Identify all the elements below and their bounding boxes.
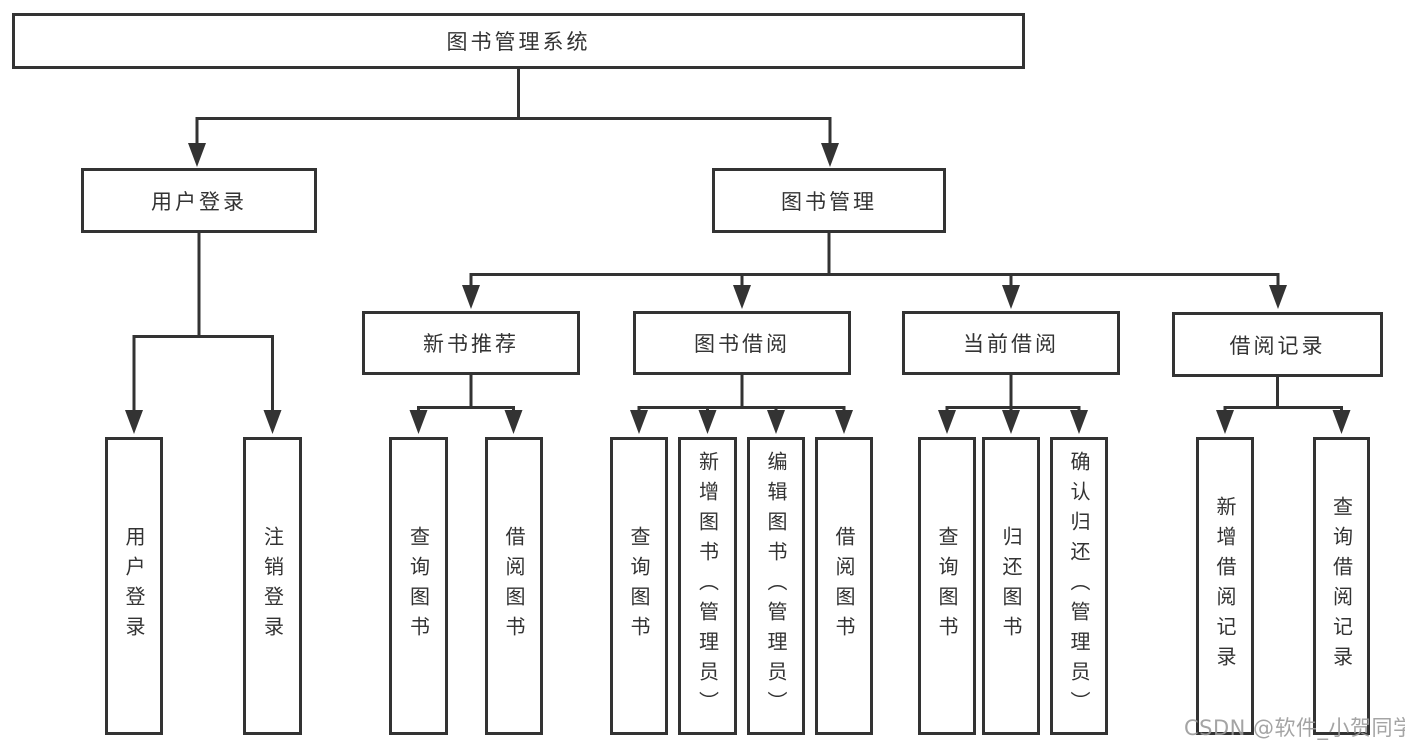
csdn-watermark: CSDN @软件_小贺同学 xyxy=(1184,716,1405,740)
arrow-down-icon xyxy=(938,410,956,434)
node-label: 编辑图书（管理员） xyxy=(764,451,788,721)
node-label: 查询图书 xyxy=(627,526,651,646)
node-label: 查询图书 xyxy=(935,526,959,646)
node-label: 借阅图书 xyxy=(502,526,526,646)
arrow-down-icon xyxy=(263,410,282,434)
node-label: 借阅图书 xyxy=(832,526,856,646)
arrow-down-icon xyxy=(1070,410,1088,434)
node-label: 新增图书（管理员） xyxy=(695,451,720,721)
node-label: 图书管理 xyxy=(781,189,877,214)
leaf-current-query-books: 查询图书 xyxy=(918,437,976,735)
node-label: 归还图书 xyxy=(999,526,1023,646)
node-label: 借阅记录 xyxy=(1229,333,1326,358)
node-current-borrowing: 当前借阅 xyxy=(902,311,1120,375)
arrow-down-icon xyxy=(767,410,785,434)
node-borrowing-records: 借阅记录 xyxy=(1172,312,1383,377)
leaf-user-login: 用户登录 xyxy=(105,437,163,735)
leaf-logout: 注销登录 xyxy=(243,437,302,735)
arrow-down-icon xyxy=(698,410,717,434)
node-new-book-recommendation: 新书推荐 xyxy=(362,311,580,375)
leaf-query-borrow-record: 查询借阅记录 xyxy=(1313,437,1370,735)
arrow-down-icon xyxy=(630,410,648,434)
node-label: 用户登录 xyxy=(151,189,247,214)
node-book-borrowing: 图书借阅 xyxy=(633,311,851,375)
node-label: 图书管理系统 xyxy=(446,30,591,54)
arrow-down-icon xyxy=(504,410,523,434)
leaf-newbooks-borrow-books: 借阅图书 xyxy=(485,437,543,735)
node-label: 查询借阅记录 xyxy=(1329,496,1354,676)
arrow-down-icon xyxy=(409,410,428,434)
arrow-down-icon xyxy=(1002,285,1020,309)
connector-borrowing-to-leaves xyxy=(637,372,846,413)
node-label: 确认归还（管理员） xyxy=(1067,451,1091,721)
node-library-system-root: 图书管理系统 xyxy=(12,13,1025,69)
arrowheads xyxy=(125,143,1351,434)
node-label: 查询图书 xyxy=(406,526,431,646)
arrow-down-icon xyxy=(462,285,480,309)
node-label: 新增借阅记录 xyxy=(1213,496,1237,676)
arrow-down-icon xyxy=(125,410,143,434)
connector-lines xyxy=(132,66,1343,413)
connector-root-to-level2 xyxy=(195,66,832,146)
connector-userlogin-to-leaves xyxy=(132,230,274,412)
arrow-down-icon xyxy=(1002,410,1020,434)
arrow-down-icon xyxy=(821,143,839,167)
arrow-down-icon xyxy=(1332,410,1351,434)
leaf-confirm-return-admin: 确认归还（管理员） xyxy=(1050,437,1108,735)
leaf-return-books: 归还图书 xyxy=(982,437,1040,735)
leaf-add-borrow-record: 新增借阅记录 xyxy=(1196,437,1254,735)
node-label: 注销登录 xyxy=(260,526,285,646)
connector-newbooks-to-leaves xyxy=(417,372,515,413)
leaf-edit-book-admin: 编辑图书（管理员） xyxy=(747,437,805,735)
connector-current-to-leaves xyxy=(945,372,1081,413)
node-label: 当前借阅 xyxy=(963,332,1059,356)
arrow-down-icon xyxy=(733,285,751,309)
leaf-borrowing-query-books: 查询图书 xyxy=(610,437,668,735)
connector-bookmgmt-to-level3 xyxy=(469,230,1280,288)
arrow-down-icon xyxy=(835,410,853,434)
arrow-down-icon xyxy=(1269,285,1287,309)
arrow-down-icon xyxy=(188,143,206,167)
connector-records-to-leaves xyxy=(1223,374,1343,413)
node-label: 新书推荐 xyxy=(423,332,519,356)
leaf-borrowing-borrow-books: 借阅图书 xyxy=(815,437,873,735)
node-label: 用户登录 xyxy=(122,526,146,646)
leaf-add-book-admin: 新增图书（管理员） xyxy=(678,437,737,735)
node-user-login: 用户登录 xyxy=(81,168,317,233)
arrow-down-icon xyxy=(1216,410,1234,434)
node-label: 图书借阅 xyxy=(694,332,790,356)
leaf-newbooks-query-books: 查询图书 xyxy=(389,437,448,735)
node-book-management: 图书管理 xyxy=(712,168,946,233)
